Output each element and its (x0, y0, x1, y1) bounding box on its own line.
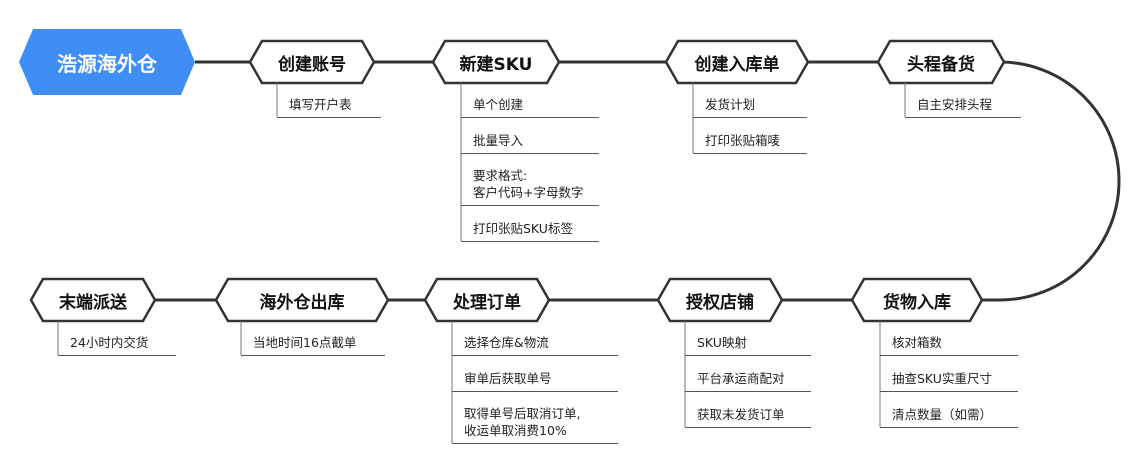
sub-underline-inbound-order-1 (693, 117, 807, 118)
sub-underline-last-mile-1 (58, 355, 176, 356)
sub-underline-account-1 (277, 117, 381, 118)
sub-item-sku-4: 打印张贴SKU标签 (473, 221, 573, 236)
sub-underline-sku-1 (461, 117, 599, 118)
step-shape-inbound-order (664, 39, 810, 85)
sub-underline-inbound-order-2 (693, 153, 807, 154)
connector-first-leg-receiving (982, 60, 1121, 302)
step-node-outbound: 海外仓出库 (259, 292, 345, 313)
step-shape-sku (431, 39, 561, 85)
step-node-store-auth: 授权店铺 (686, 292, 754, 313)
sub-item-sku-3: 要求格式:客户代码+字母数字 (473, 168, 584, 200)
sub-underline-store-auth-2 (685, 391, 811, 392)
sub-item-order-processing-1: 选择仓库&物流 (464, 335, 549, 350)
sub-item-sku-2: 批量导入 (473, 133, 524, 148)
sub-underline-first-leg-1 (905, 117, 1021, 118)
sub-underline-receiving-2 (880, 391, 1018, 392)
sub-item-receiving-3: 清点数量（如需） (892, 407, 993, 422)
step-node-first-leg: 头程备货 (907, 54, 975, 75)
step-shape-receiving (850, 277, 984, 323)
sub-underline-sku-2 (461, 153, 599, 154)
step-shape-outbound (214, 277, 390, 323)
sub-item-sku-1: 单个创建 (473, 97, 524, 112)
sub-item-first-leg-1: 自主安排头程 (917, 97, 993, 112)
sub-underline-receiving-3 (880, 427, 1018, 428)
root-label: 浩源海外仓 (57, 51, 157, 76)
sub-item-receiving-1: 核对箱数 (892, 335, 943, 350)
step-node-account: 创建账号 (278, 54, 346, 75)
step-shape-account (248, 39, 376, 85)
root-node: 浩源海外仓 (19, 29, 195, 95)
sub-underline-sku-4 (461, 241, 599, 242)
sub-item-inbound-order-1: 发货计划 (705, 97, 756, 112)
sub-underline-outbound-1 (241, 355, 385, 356)
sub-item-store-auth-3: 获取未发货订单 (697, 407, 785, 422)
step-node-last-mile: 末端派送 (59, 292, 127, 313)
sub-item-order-processing-2: 审单后获取单号 (464, 371, 552, 386)
sub-item-outbound-1: 当地时间16点截单 (253, 335, 357, 350)
sub-item-account-1: 填写开户表 (289, 97, 352, 112)
step-shape-first-leg (876, 39, 1006, 85)
sub-underline-store-auth-1 (685, 355, 811, 356)
step-shape-store-auth (656, 277, 784, 323)
sub-underline-store-auth-3 (685, 427, 811, 428)
sub-item-inbound-order-2: 打印张贴箱唛 (705, 133, 781, 148)
sub-item-receiving-2: 抽查SKU实重尺寸 (892, 371, 992, 386)
sub-item-store-auth-1: SKU映射 (697, 335, 747, 350)
step-shape-order-processing (423, 277, 551, 323)
step-node-sku: 新建SKU (459, 54, 533, 75)
root-shape (19, 29, 195, 95)
sub-underline-order-processing-2 (452, 391, 618, 392)
step-node-inbound-order: 创建入库单 (694, 54, 780, 75)
sub-item-last-mile-1: 24小时内交货 (70, 335, 149, 350)
sub-underline-order-processing-1 (452, 355, 618, 356)
sub-underline-receiving-1 (880, 355, 1018, 356)
sub-underline-order-processing-3 (452, 443, 618, 444)
sub-underline-sku-3 (461, 205, 599, 206)
sub-item-order-processing-3: 取得单号后取消订单,收运单取消费10% (464, 406, 581, 438)
sub-item-store-auth-2: 平台承运商配对 (697, 371, 785, 386)
step-node-order-processing: 处理订单 (453, 292, 521, 313)
step-shape-last-mile (29, 277, 157, 323)
step-node-receiving: 货物入库 (883, 292, 951, 313)
